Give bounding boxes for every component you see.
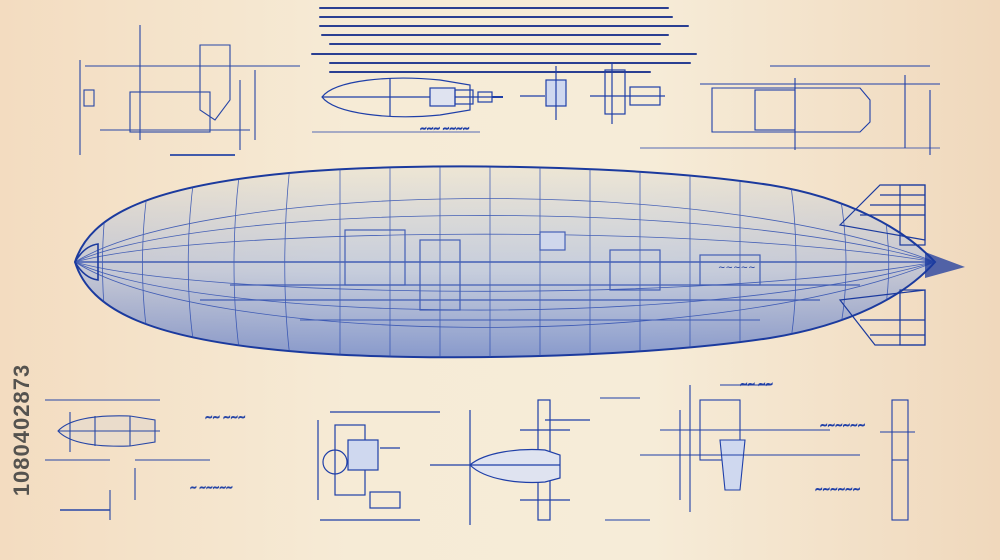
note-scribble-right-top: ~~ ~~ xyxy=(740,380,773,390)
pod-annotation: ~~~ ~~~~ xyxy=(420,124,469,133)
stock-id-label: 1080402873 xyxy=(8,310,36,550)
nose-cone xyxy=(74,243,99,281)
detail-engine-mount xyxy=(520,62,665,124)
detail-gearbox-bottom xyxy=(317,411,440,521)
header-text-lines xyxy=(311,7,697,73)
detail-gondola-pod: ~~~ ~~~~ xyxy=(312,77,503,134)
tail-fins xyxy=(838,184,926,346)
dimension-scribble-left: ~~ ~~~ xyxy=(205,413,246,423)
stock-id-text: 1080402873 xyxy=(9,363,35,497)
detail-gondola-bottom xyxy=(430,399,590,525)
detail-small-hull-bottom-left: ~ ~~~~~ ~~ ~~~ xyxy=(45,399,246,520)
detail-bracket-top-left xyxy=(79,25,300,156)
note-scribble-right-bottom: ~~~~~~ xyxy=(815,485,860,495)
hull-label-scribble: ~~~~~ xyxy=(718,263,756,273)
airship-hull: ~~~~~ xyxy=(73,165,965,359)
detail-cylinder-top-right xyxy=(640,65,940,155)
note-scribble-left: ~ ~~~~~ xyxy=(190,483,233,492)
note-scribble-right: ~~~~~~ xyxy=(820,421,865,431)
tail-point xyxy=(925,252,965,278)
detail-frame-bottom-right: ~~ ~~ ~~~~~~ ~~~~~~ xyxy=(600,379,915,521)
